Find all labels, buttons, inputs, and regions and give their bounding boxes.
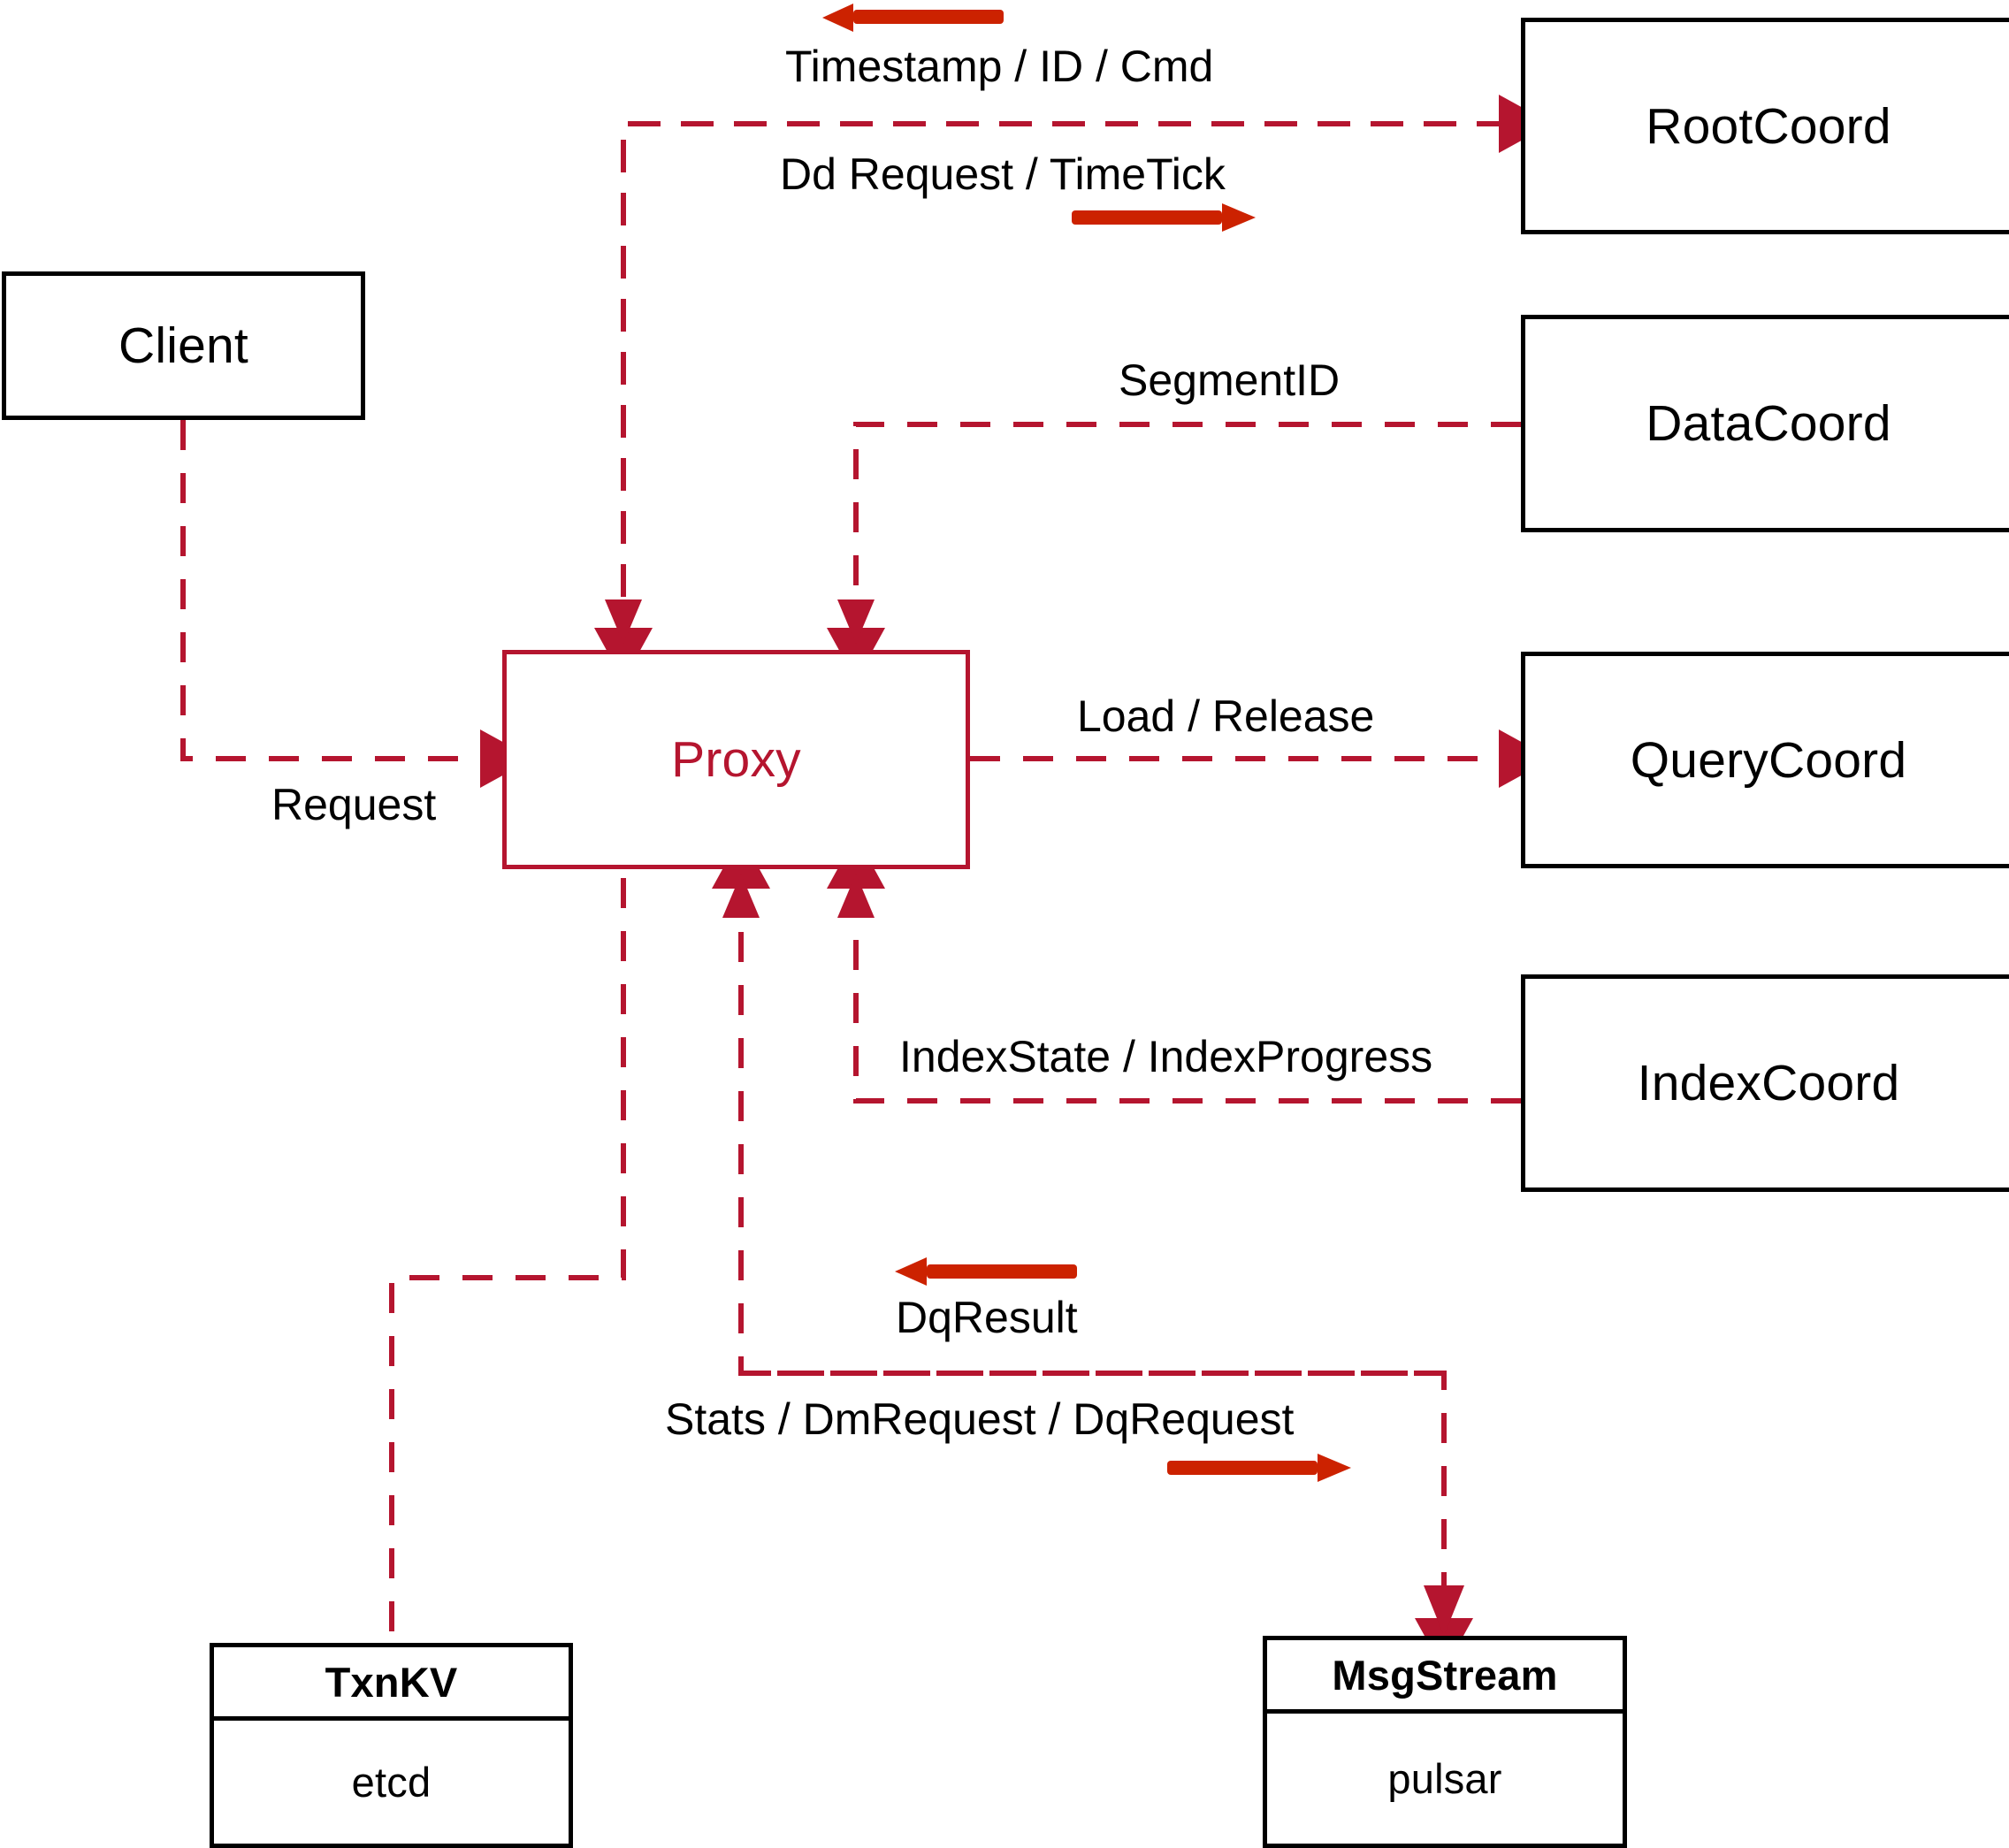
node-txnkv-header: TxnKV [214,1647,569,1721]
direction-markers [822,4,1351,1482]
node-client-label: Client [118,317,248,374]
timestamp-direction-arrow [822,4,1004,32]
edge-client-to-proxy [180,420,533,788]
node-txnkv[interactable]: TxnKV etcd [210,1643,573,1848]
proxy-top-arrowheads [605,599,875,644]
ddrequest-direction-arrow [1072,203,1256,232]
msgstream-arrowhead [1424,1585,1464,1636]
edge-label-timestamp: Timestamp / ID / Cmd [785,42,1214,91]
edge-label-dqresult: DqResult [896,1293,1078,1342]
node-msgstream-body: pulsar [1267,1714,1623,1844]
edge-proxy-to-rootcoord [621,95,1552,650]
node-rootcoord[interactable]: RootCoord [1521,18,2009,234]
edge-rootcoord-to-proxy [594,121,1509,681]
node-msgstream-header: MsgStream [1267,1640,1623,1714]
edge-label-indexstate: IndexState / IndexProgress [899,1032,1433,1081]
node-querycoord[interactable]: QueryCoord [1521,652,2009,868]
edge-label-dqrequest: Stats / DmRequest / DqRequest [665,1394,1295,1444]
node-txnkv-body: etcd [214,1721,569,1844]
edge-msgstream-to-proxy [712,836,1444,1376]
node-indexcoord-label: IndexCoord [1637,1055,1900,1111]
node-txnkv-title: TxnKV [325,1658,458,1706]
proxy-bottom-arrowheads [722,874,875,918]
edge-indexcoord-to-proxy [827,836,1521,1103]
edge-label-loadrelease: Load / Release [1077,691,1375,741]
edge-datacoord-to-proxy [827,422,1521,681]
edge-label-request: Request [271,780,437,829]
node-querycoord-label: QueryCoord [1630,731,1907,789]
node-txnkv-impl: etcd [351,1759,432,1806]
edge-proxy-to-txnkv [389,878,626,1643]
node-proxy-label: Proxy [671,731,801,788]
node-rootcoord-label: RootCoord [1646,97,1891,155]
node-proxy[interactable]: Proxy [502,650,970,869]
node-msgstream[interactable]: MsgStream pulsar [1263,1636,1627,1848]
dqrequest-direction-arrow [1167,1454,1351,1482]
node-datacoord-label: DataCoord [1646,395,1891,452]
edge-label-segmentid: SegmentID [1119,355,1341,405]
edge-label-ddrequest: Dd Request / TimeTick [780,149,1226,199]
node-indexcoord[interactable]: IndexCoord [1521,974,2009,1192]
edge-proxy-to-msgstream [741,1371,1473,1671]
node-msgstream-title: MsgStream [1332,1651,1558,1699]
node-datacoord[interactable]: DataCoord [1521,315,2009,532]
node-msgstream-impl: pulsar [1387,1755,1502,1802]
node-client[interactable]: Client [2,271,365,420]
dqresult-direction-arrow [895,1257,1077,1286]
